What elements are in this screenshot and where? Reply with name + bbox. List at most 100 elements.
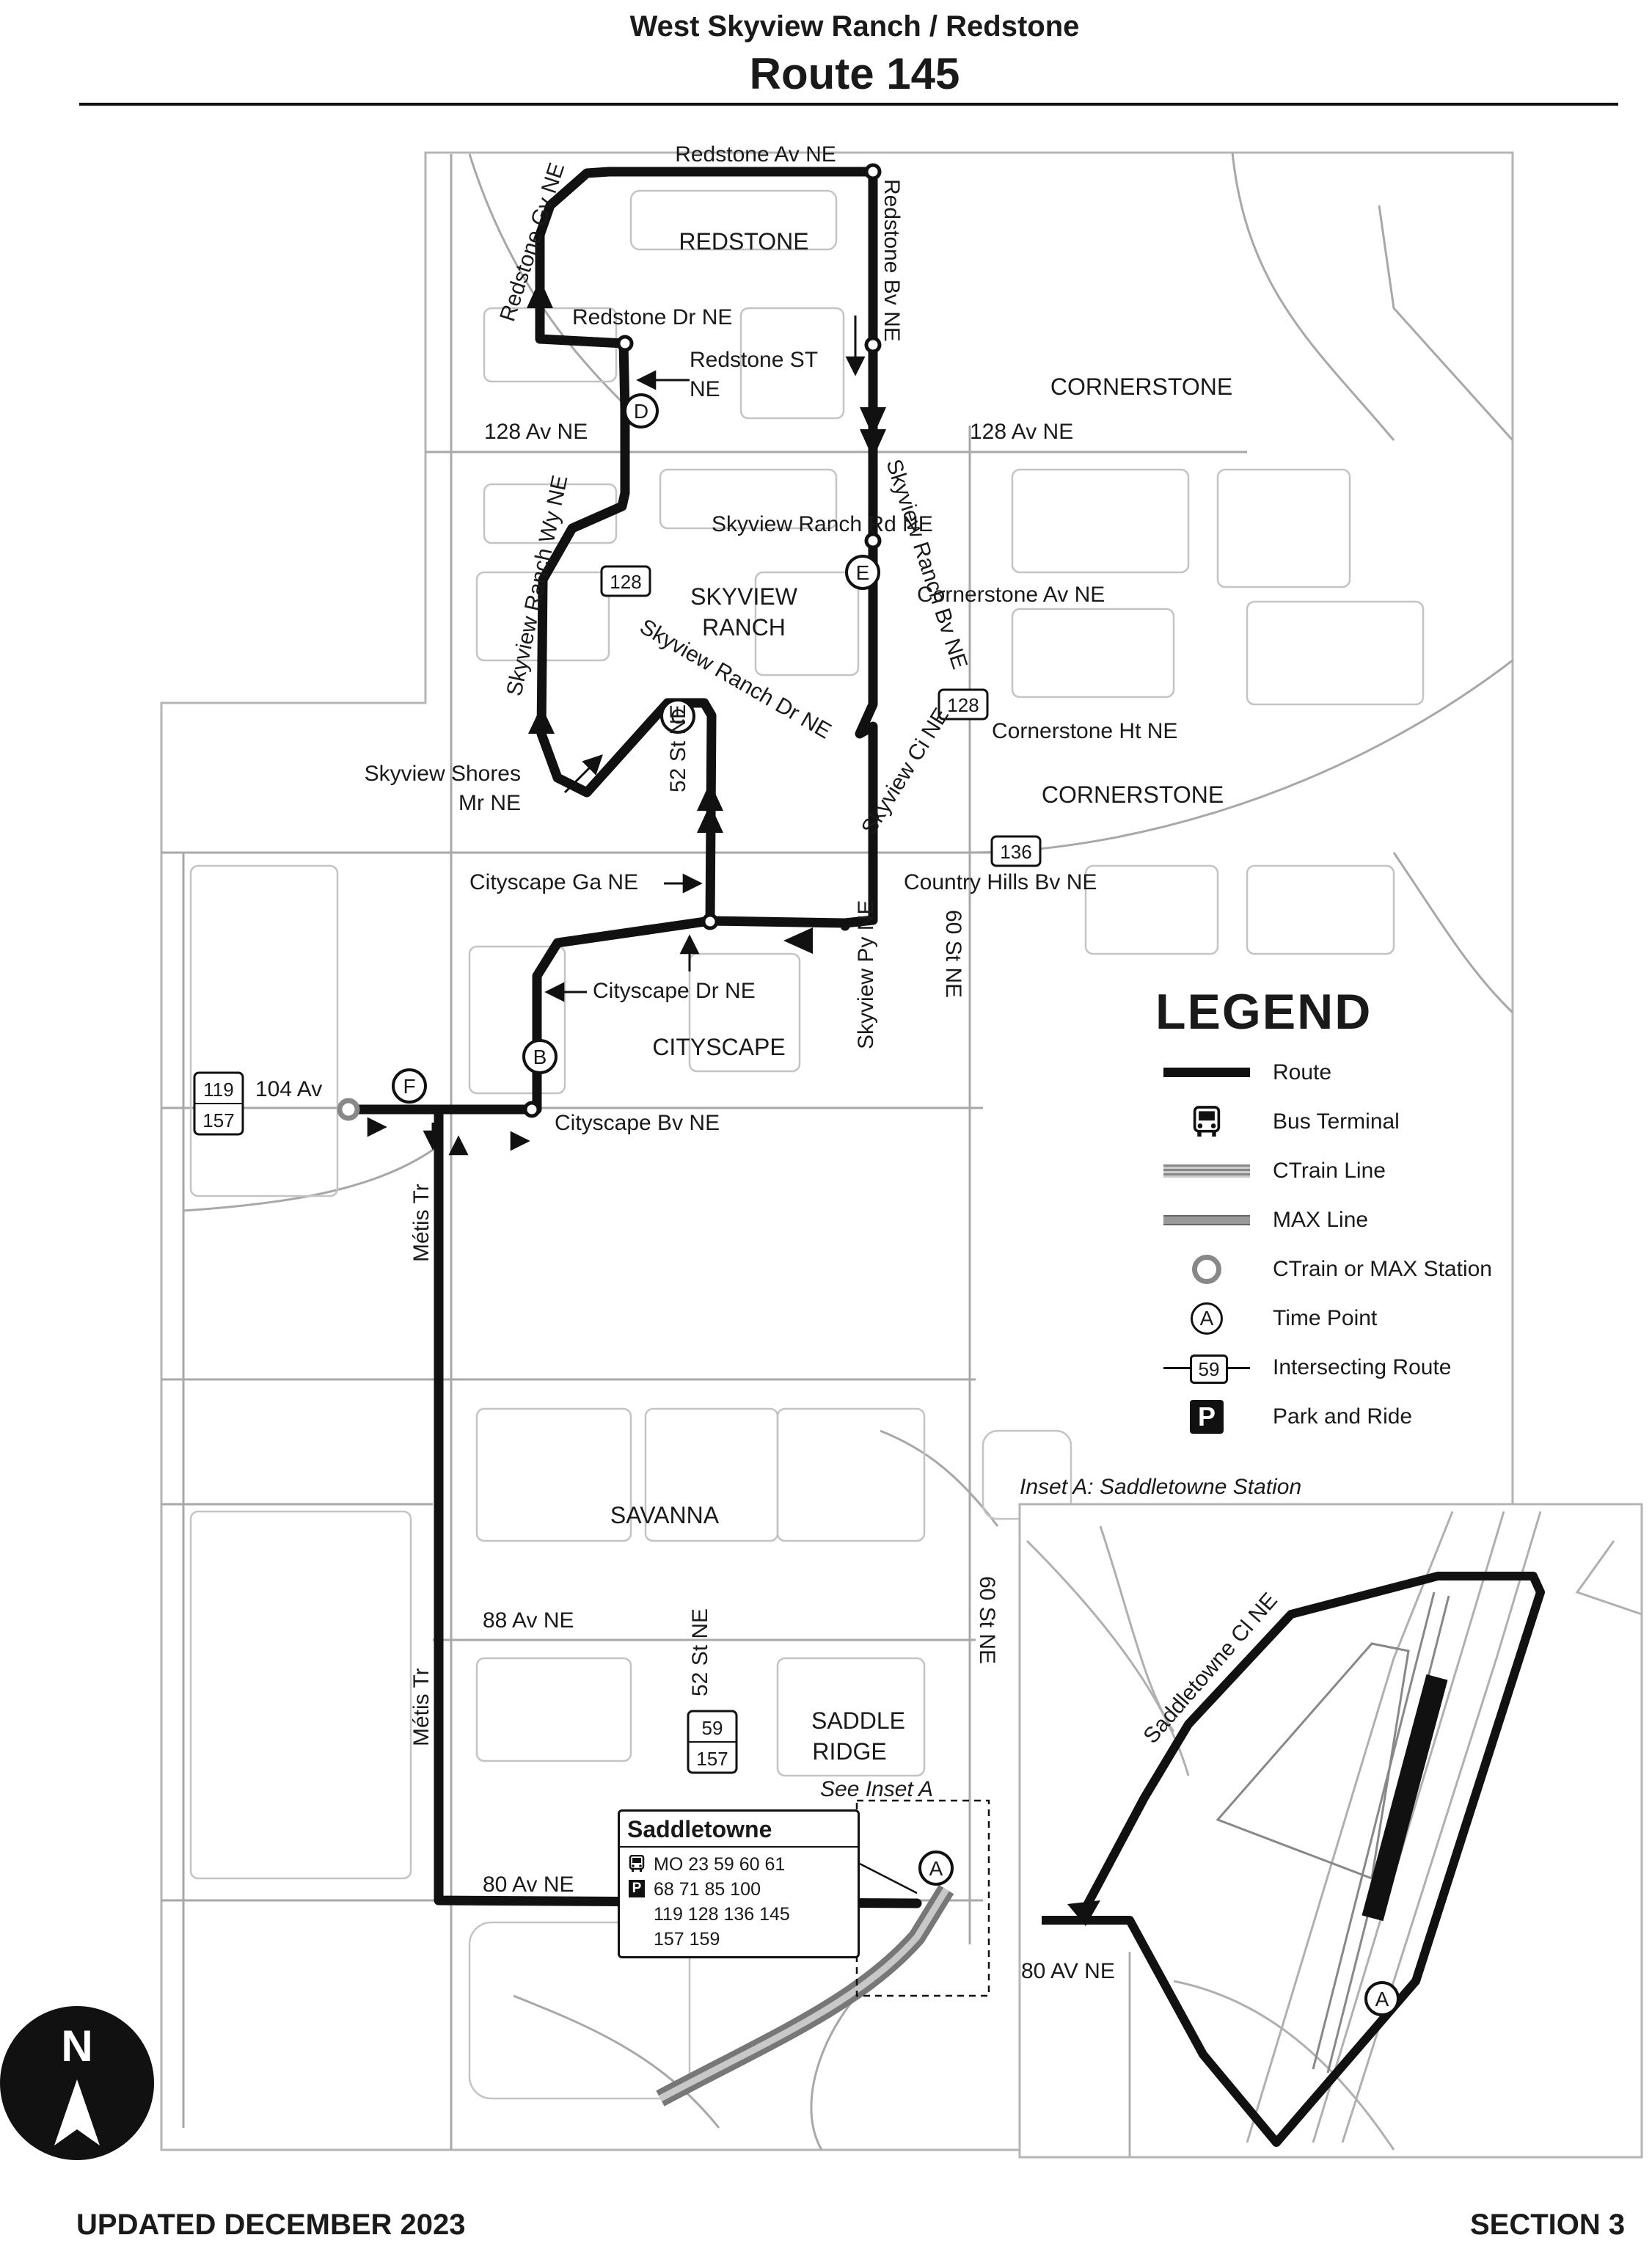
bus-terminal-icon	[627, 1852, 646, 1877]
time-point-a: A	[918, 1851, 954, 1886]
footer-updated: UPDATED DECEMBER 2023	[76, 2209, 466, 2241]
saddletowne-terminal-box: Saddletowne MO 23 59 60 61 P 68 71 85 10…	[618, 1809, 860, 1958]
label-104-av: 104 Av	[255, 1077, 322, 1101]
community-cityscape: CITYSCAPE	[652, 1034, 785, 1060]
inset-a-panel	[1018, 1503, 1643, 2159]
svg-text:B: B	[533, 1046, 547, 1068]
community-saddle-2: RIDGE	[812, 1738, 886, 1765]
route-shields: 128 128 136 119 157 59 157	[193, 565, 1042, 1774]
shield-59-157: 59 157	[687, 1710, 738, 1774]
footer-section: SECTION 3	[1470, 2209, 1626, 2241]
label-60-st-south: 60 St NE	[975, 1576, 999, 1664]
svg-text:157: 157	[696, 1748, 728, 1770]
community-savanna: SAVANNA	[610, 1502, 720, 1528]
svg-text:59: 59	[702, 1717, 723, 1739]
label-128-av-east: 128 Av NE	[970, 420, 1073, 444]
legend-station: CTrain or MAX Station	[1155, 1244, 1537, 1294]
svg-text:157: 157	[202, 1109, 234, 1131]
terminal-routes-1: MO 23 59 60 61	[654, 1854, 786, 1875]
label-inset-title: Inset A: Saddletowne Station	[1020, 1475, 1301, 1499]
svg-text:D: D	[634, 400, 648, 423]
terminal-routes-4: 157 159	[654, 1929, 720, 1950]
label-80-av-inset: 80 AV NE	[1021, 1959, 1115, 1983]
route-swatch	[1163, 1068, 1250, 1077]
ctrain-swatch	[1163, 1164, 1250, 1178]
terminal-routes-row-4: 157 159	[627, 1927, 850, 1952]
legend-ctrain-line: CTrain Line	[1155, 1146, 1537, 1195]
label-128-av-west: 128 Av NE	[484, 420, 588, 444]
terminal-routes-row-2: P 68 71 85 100	[627, 1877, 850, 1902]
map-title: Route 145	[749, 49, 960, 98]
label-skyview-ranch-bv: Skyview Ranch Bv NE	[881, 456, 972, 672]
community-skyview-2: RANCH	[702, 614, 786, 641]
ctrain-line	[656, 1884, 954, 2107]
label-cornerstone-av: Cornerstone Av NE	[917, 583, 1105, 607]
time-point-a-inset: A	[1364, 1981, 1400, 2016]
label-see-inset: See Inset A	[820, 1777, 933, 1801]
north-arrow-icon: N	[0, 2006, 154, 2160]
legend: LEGEND Route Bus Terminal CTrain Line MA…	[1155, 983, 1537, 1441]
label-skyview-py: Skyview Py NE	[854, 900, 878, 1049]
community-redstone: REDSTONE	[679, 228, 808, 255]
shield-128-b: 128	[938, 688, 989, 721]
svg-text:119: 119	[203, 1079, 233, 1101]
label-pointers	[367, 316, 866, 1156]
community-cornerstone-south: CORNERSTONE	[1042, 781, 1224, 808]
legend-park-and-ride: P Park and Ride	[1155, 1392, 1537, 1441]
label-cityscape-ga: Cityscape Ga NE	[469, 870, 638, 894]
shield-119-157: 119 157	[193, 1071, 244, 1136]
label-skyview-ranch-rd: Skyview Ranch Rd NE	[712, 512, 933, 536]
label-metis-north: Métis Tr	[409, 1184, 434, 1262]
label-redstone-dr: Redstone Dr NE	[572, 305, 732, 329]
label-redstone-av: Redstone Av NE	[675, 142, 836, 167]
terminal-routes-3: 119 128 136 145	[654, 1904, 790, 1925]
intersecting-route-icon: 59	[1163, 1349, 1250, 1386]
label-52-st-north: 52 St NE	[666, 704, 690, 792]
svg-text:128: 128	[947, 694, 979, 716]
terminal-name: Saddletowne	[627, 1816, 772, 1842]
terminal-leader	[859, 1862, 918, 1895]
park-and-ride-icon: P	[1190, 1399, 1224, 1434]
community-cornerstone-north: CORNERSTONE	[1050, 373, 1232, 400]
time-point-d: D	[624, 393, 659, 429]
svg-text:128: 128	[610, 571, 641, 593]
label-80-av: 80 Av NE	[483, 1873, 574, 1897]
time-point-e: E	[845, 555, 880, 590]
label-redstone-st-1: Redstone ST	[690, 348, 818, 372]
time-point-icon: A	[1191, 1302, 1223, 1335]
label-60-st-north: 60 St NE	[941, 910, 965, 998]
label-cornerstone-ht: Cornerstone Ht NE	[992, 719, 1177, 743]
time-point-b: B	[522, 1039, 558, 1074]
community-labels: REDSTONE CORNERSTONE SKYVIEW RANCH CORNE…	[610, 228, 1232, 1765]
label-88-av: 88 Av NE	[483, 1608, 574, 1633]
route-direction-arrows	[527, 279, 886, 954]
community-skyview-1: SKYVIEW	[690, 583, 798, 610]
label-redstone-bv: Redstone Bv NE	[880, 179, 904, 342]
label-cityscape-bv: Cityscape Bv NE	[555, 1111, 720, 1135]
inset-route-line	[1042, 1572, 1545, 2147]
community-saddle-1: SADDLE	[811, 1707, 905, 1734]
label-metis-south: Métis Tr	[409, 1668, 434, 1746]
route-nodes	[337, 163, 882, 1121]
title-rule	[79, 103, 1618, 106]
shield-128-a: 128	[600, 565, 651, 597]
shield-136: 136	[990, 835, 1042, 867]
north-pointer-icon	[54, 2079, 100, 2145]
time-points: A B C D E F A	[392, 393, 1400, 2016]
station-icon	[1192, 1254, 1221, 1284]
label-country-hills: Country Hills Bv NE	[904, 870, 1097, 894]
legend-heading: LEGEND	[1155, 984, 1373, 1040]
terminal-routes-2: 68 71 85 100	[654, 1879, 761, 1900]
svg-text:F: F	[403, 1075, 415, 1098]
terminal-routes-row-3: 119 128 136 145	[627, 1902, 850, 1927]
max-swatch	[1163, 1214, 1250, 1225]
svg-text:C: C	[670, 705, 685, 728]
svg-text:A: A	[1375, 1988, 1389, 2010]
label-redstone-st-2: NE	[690, 377, 720, 401]
park-and-ride-icon: P	[627, 1877, 646, 1902]
time-point-c: C	[660, 699, 695, 734]
time-point-f: F	[392, 1068, 427, 1104]
legend-max-line: MAX Line	[1155, 1195, 1537, 1244]
label-skyview-shores-2: Mr NE	[458, 791, 521, 815]
